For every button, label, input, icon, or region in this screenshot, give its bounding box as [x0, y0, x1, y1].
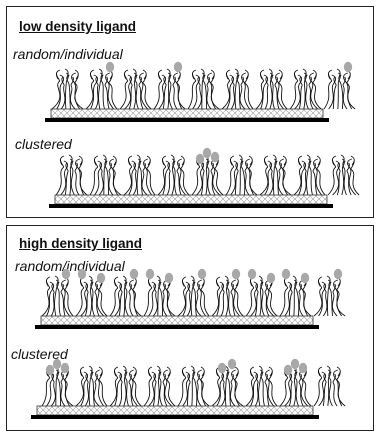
polymer-molecule [255, 68, 288, 110]
polymer-molecule [75, 365, 108, 407]
ligand-dot [60, 362, 70, 374]
polymer-molecule [225, 154, 258, 196]
polymer-molecule [313, 275, 346, 317]
ligand-dot [343, 61, 353, 73]
ligand-dot [96, 272, 106, 284]
panel-heading-high-density: high density ligand [19, 236, 143, 251]
polymer-molecule [51, 68, 84, 110]
substrate-base-bar [31, 415, 319, 419]
polymer-molecule [187, 68, 220, 110]
polymer-molecule [221, 68, 254, 110]
hatched-substrate [40, 315, 314, 326]
ligand-dot [195, 153, 205, 165]
ligand-dot [145, 268, 155, 280]
polymer-molecule [211, 365, 244, 407]
ligand-dot [281, 268, 291, 280]
row-label-random-individual: random/individual [15, 258, 125, 274]
ligand-dot [61, 268, 71, 280]
polymer-molecule [211, 275, 244, 317]
hatched-substrate [36, 405, 314, 416]
hatched-substrate [54, 194, 328, 205]
high-density-clustered-row [31, 358, 346, 419]
ligand-dot [129, 268, 139, 280]
polymer-molecule [157, 154, 190, 196]
high-density-random-row [35, 268, 346, 329]
high-density-panel: high density ligand random/individual cl… [6, 225, 374, 431]
polymer-molecule [323, 68, 356, 110]
ligand-dot [197, 268, 207, 280]
ligand-dot [298, 362, 308, 374]
polymer-molecule [143, 275, 176, 317]
hatched-substrate [50, 108, 324, 119]
ligand-dot [202, 147, 212, 159]
polymer-molecule [279, 275, 312, 317]
low-density-clustered-row [49, 147, 360, 208]
polymer-molecule [293, 154, 326, 196]
ligand-dot [333, 268, 343, 280]
polymer-molecule [177, 365, 210, 407]
polymer-molecule [327, 154, 360, 196]
polymer-molecule [109, 365, 142, 407]
polymer-molecule [55, 154, 88, 196]
ligand-dot [231, 268, 241, 280]
ligand-dot [173, 61, 183, 73]
polymer-molecule [143, 365, 176, 407]
polymer-molecule [119, 68, 152, 110]
ligand-dot [105, 61, 115, 73]
polymer-molecule [289, 68, 322, 110]
ligand-dot [266, 272, 276, 284]
polymer-molecule [259, 154, 292, 196]
ligand-dot [45, 364, 55, 376]
substrate-base-bar [35, 325, 319, 329]
substrate-base-bar [45, 118, 329, 122]
ligand-dot [52, 358, 62, 370]
ligand-dot [300, 272, 310, 284]
ligand-dot [210, 151, 220, 163]
ligand-dot [217, 362, 227, 374]
low-density-random-row [45, 61, 356, 122]
polymer-molecule [313, 365, 346, 407]
polymer-molecule [89, 154, 122, 196]
row-label-clustered: clustered [15, 136, 72, 152]
ligand-dot [290, 358, 300, 370]
row-label-random-individual: random/individual [13, 46, 123, 62]
polymer-molecule [123, 154, 156, 196]
polymer-molecule [41, 275, 74, 317]
polymer-molecule [177, 275, 210, 317]
ligand-dot [283, 364, 293, 376]
substrate-base-bar [49, 204, 333, 208]
polymer-molecule [109, 275, 142, 317]
ligand-dot [227, 358, 237, 370]
panel-heading-low-density: low density ligand [19, 19, 137, 34]
polymer-molecule [245, 365, 278, 407]
ligand-dot [77, 268, 87, 280]
polymer-molecule [85, 68, 118, 110]
polymer-molecule [153, 68, 186, 110]
ligand-dot [164, 272, 174, 284]
row-label-clustered: clustered [11, 346, 68, 362]
low-density-panel: low density ligand random/individual clu… [6, 6, 374, 218]
ligand-dot [247, 268, 257, 280]
